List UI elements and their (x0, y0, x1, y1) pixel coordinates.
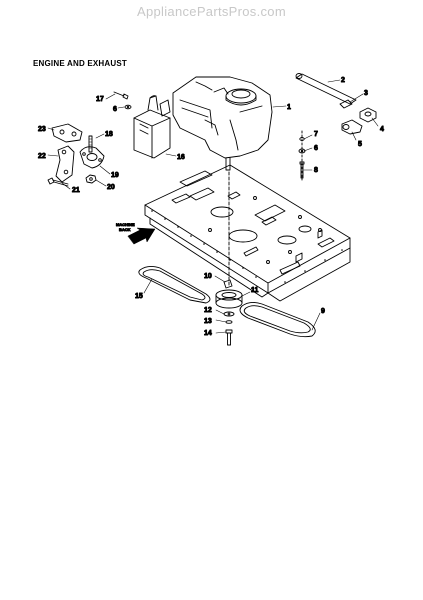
watermark: AppliancePartsPros.com (137, 4, 286, 19)
callout-9: 9 (321, 308, 325, 315)
callout-21: 21 (72, 187, 80, 194)
callout-6a: 6 (113, 106, 117, 113)
callout-16: 16 (177, 154, 185, 161)
callout-5: 5 (358, 141, 362, 148)
callout-14: 14 (204, 330, 212, 337)
washer-12 (223, 311, 235, 317)
callout-10: 10 (204, 273, 212, 280)
pulley (215, 289, 243, 309)
diagram-title: ENGINE AND EXHAUST (33, 59, 127, 68)
exhaust-bracket (51, 123, 105, 183)
callout-2: 2 (341, 77, 345, 84)
tube (295, 73, 357, 105)
chassis-deck (144, 164, 351, 302)
nut (85, 174, 97, 184)
callout-3: 3 (364, 90, 368, 97)
callout-8: 8 (314, 167, 318, 174)
engine (172, 76, 273, 171)
elbow (341, 119, 363, 135)
lock-washer (225, 320, 233, 324)
callout-12: 12 (204, 307, 212, 314)
stud (88, 135, 93, 153)
screw-17 (113, 91, 129, 100)
belt-9 (239, 301, 316, 338)
muffler (133, 95, 171, 159)
belt-15 (138, 265, 211, 304)
callout-22: 22 (38, 153, 46, 160)
bolt-8 (299, 161, 305, 179)
callout-13: 13 (204, 318, 212, 325)
machine-back-arrow: MACHINE BACK (116, 222, 156, 245)
callout-18: 18 (105, 131, 113, 138)
callout-4: 4 (380, 126, 384, 133)
leader-lines (47, 79, 379, 334)
clip (339, 99, 353, 109)
callout-1: 1 (287, 104, 291, 111)
callout-15: 15 (135, 293, 143, 300)
key (223, 279, 233, 289)
machine-back-label: MACHINE (116, 222, 135, 227)
bolt (47, 177, 69, 187)
fitting (359, 107, 377, 123)
callout-numbers: 1 2 3 4 5 6 6 7 8 9 10 11 12 13 14 15 16… (38, 77, 385, 338)
washer-6a (124, 104, 132, 110)
callout-17: 17 (96, 96, 104, 103)
callout-7: 7 (314, 131, 318, 138)
callout-20: 20 (107, 184, 115, 191)
callout-19: 19 (111, 172, 119, 179)
callout-23: 23 (38, 126, 46, 133)
callout-11: 11 (251, 287, 259, 294)
bolt-14 (225, 329, 233, 346)
machine-back-label-2: BACK (119, 227, 131, 232)
callout-6b: 6 (314, 145, 318, 152)
